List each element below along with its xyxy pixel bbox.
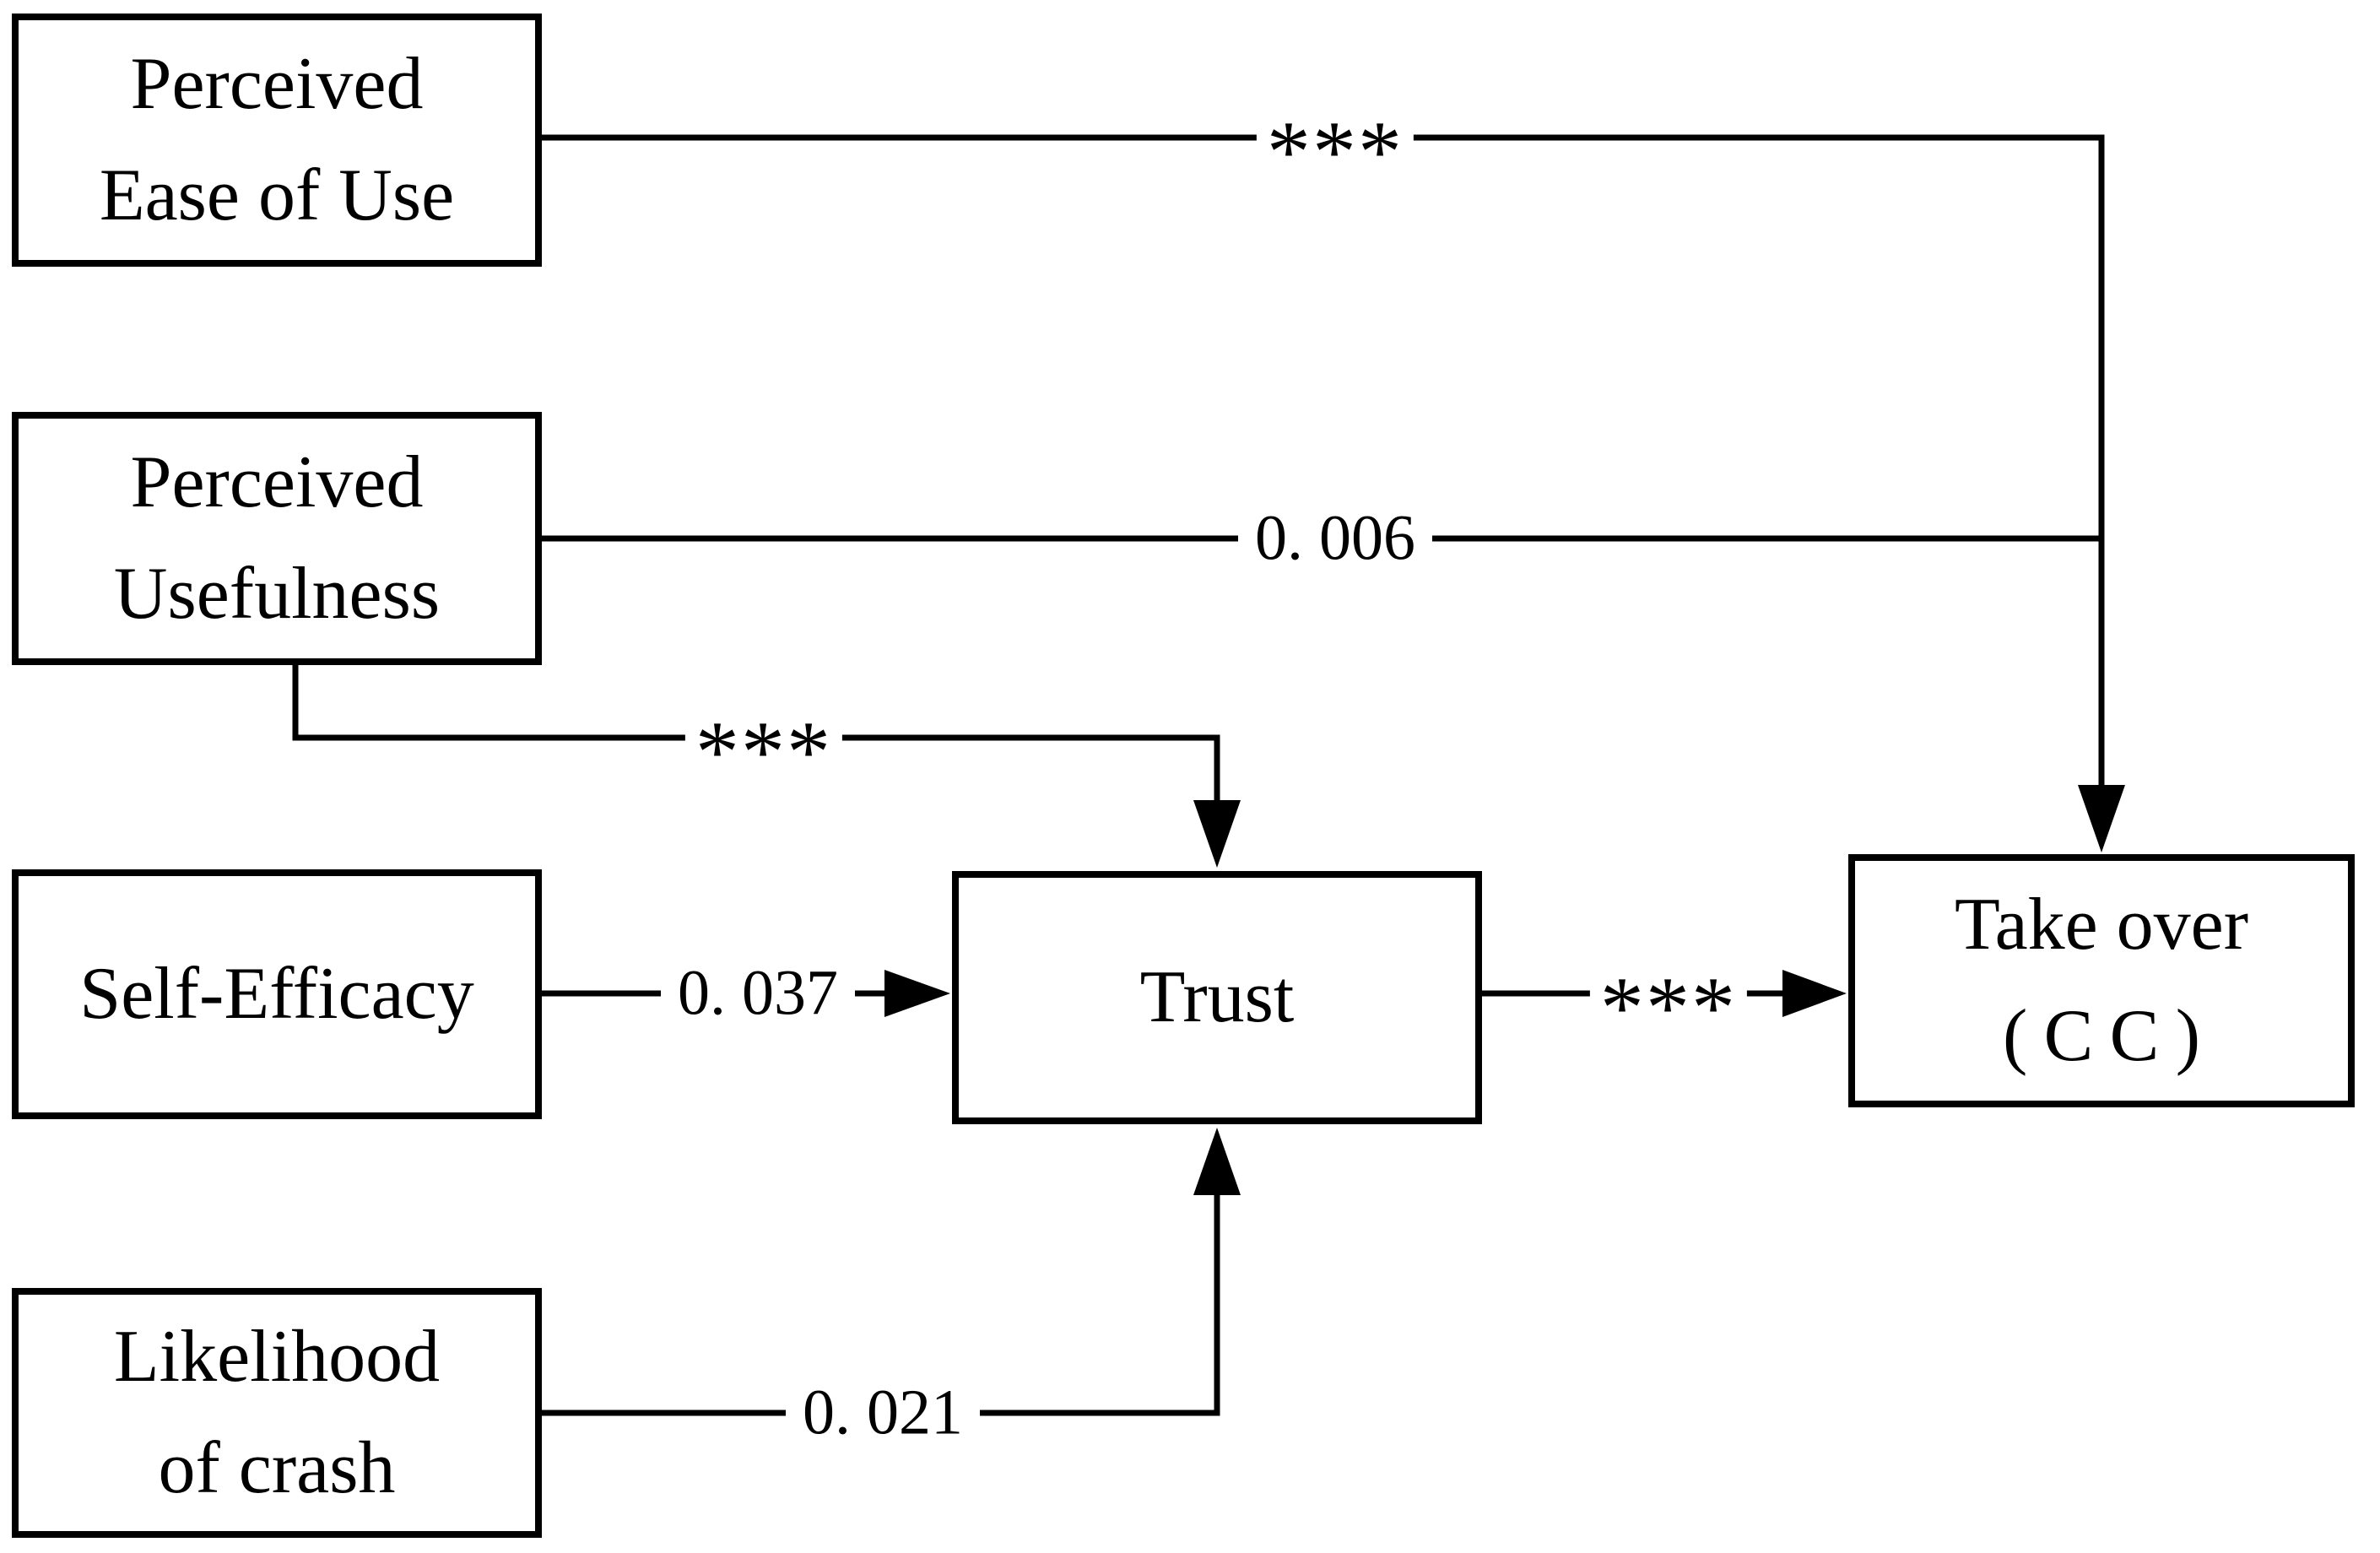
edge-label-se-trust: 0. 037 (661, 956, 855, 1031)
node-label-line: Self-Efficacy (79, 953, 474, 1035)
arrowhead-into-trust-left (884, 970, 950, 1017)
node-trust: Trust (952, 871, 1482, 1124)
node-label-line: (CC) (2002, 995, 2217, 1077)
node-perceived-ease-of-use: Perceived Ease of Use (12, 14, 542, 267)
node-label-line: Take over (1954, 884, 2249, 966)
node-label-line: Usefulness (113, 553, 441, 635)
edge-label-pu-trust: *** (684, 694, 843, 796)
edge-label-lc-trust: 0. 021 (786, 1376, 980, 1450)
node-label-line: Likelihood (113, 1316, 441, 1398)
node-label-line: Trust (1139, 956, 1295, 1038)
arrowhead-into-takeover-top (2078, 785, 2125, 852)
arrowhead-into-trust-bottom (1193, 1128, 1241, 1195)
significance-stars: *** (695, 703, 833, 801)
arrowhead-into-trust-top (1193, 800, 1241, 868)
arrowhead-into-takeover-left (1782, 970, 1847, 1017)
edge-label-peu-takeover: *** (1256, 94, 1414, 196)
connector-peu-takeover (542, 134, 2105, 789)
significance-stars: *** (1266, 103, 1404, 201)
node-likelihood-of-crash: Likelihood of crash (12, 1288, 542, 1538)
edge-label-trust-takeover: *** (1589, 950, 1748, 1052)
connector-lc-trust (542, 1192, 1220, 1416)
node-label-line: Ease of Use (99, 154, 455, 236)
node-label-line: Perceived (130, 43, 424, 125)
edge-label-pu-takeover: 0. 006 (1238, 501, 1432, 576)
node-self-efficacy: Self-Efficacy (12, 869, 542, 1119)
node-label-line: Perceived (130, 441, 424, 523)
node-take-over-cc: Take over (CC) (1848, 854, 2355, 1107)
node-label-line: of crash (158, 1427, 396, 1509)
significance-stars: *** (1599, 959, 1738, 1057)
node-perceived-usefulness: Perceived Usefulness (12, 412, 542, 665)
